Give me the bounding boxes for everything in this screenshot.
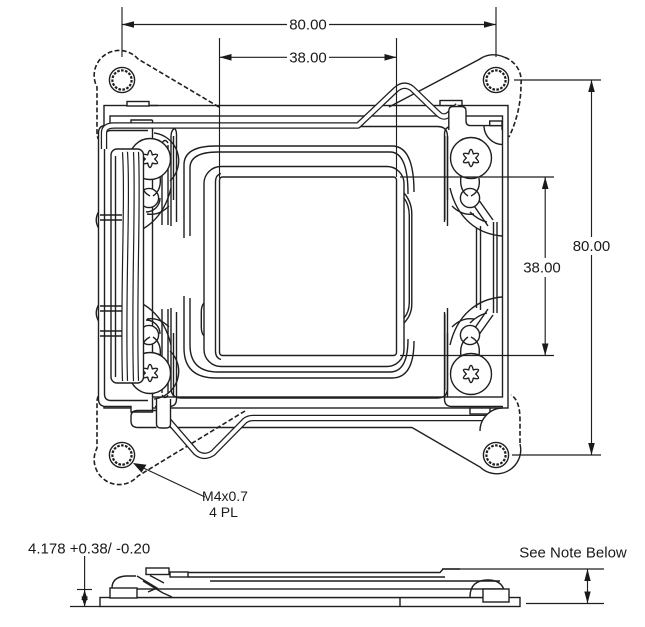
- svg-text:80.00: 80.00: [573, 238, 611, 255]
- svg-text:80.00: 80.00: [289, 17, 327, 34]
- svg-text:38.00: 38.00: [289, 50, 327, 67]
- svg-text:See Note Below: See Note Below: [519, 545, 627, 562]
- svg-text:M4x0.7: M4x0.7: [202, 488, 248, 504]
- svg-text:4 PL: 4 PL: [209, 504, 238, 520]
- svg-text:4.178 +0.38/ -0.20: 4.178 +0.38/ -0.20: [28, 541, 150, 558]
- svg-text:38.00: 38.00: [523, 260, 561, 277]
